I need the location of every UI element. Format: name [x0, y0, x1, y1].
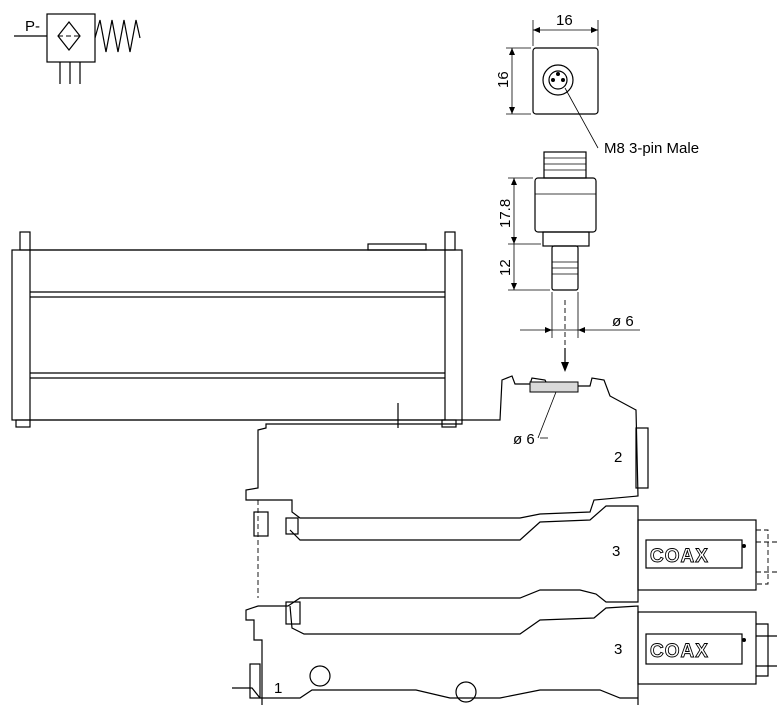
stem-length-dimension: 12: [497, 259, 514, 276]
port-number-1: 1: [274, 680, 282, 697]
manifold-middle-section: [258, 505, 639, 607]
coax-valve-2: [637, 611, 757, 685]
port-diameter-label: ø 6: [513, 431, 535, 448]
sensor-base: [542, 231, 590, 247]
pressure-switch-symbol: P-: [14, 13, 141, 84]
insert-arrow: [561, 362, 569, 372]
sensor-width-dimension: 16: [556, 12, 573, 29]
filter-diamond: [57, 21, 81, 51]
rail-body: [11, 249, 463, 421]
manifold-top-section: [245, 375, 639, 519]
coax-brand-1: COAX: [650, 546, 709, 567]
symbol-body: [46, 13, 96, 63]
sensor-height-dimension: 16: [495, 71, 512, 88]
port-number-3b: 3: [614, 641, 622, 658]
connector-label: M8 3-pin Male: [604, 140, 699, 157]
port-label-p: P-: [25, 18, 40, 35]
port-2-fitting: [635, 427, 649, 489]
coax-valve-1: [637, 519, 757, 591]
sensor-top-view: 16 16 M8 3-pin Male: [495, 12, 699, 157]
manifold-lower-section: [289, 605, 639, 705]
sensor-side-view: 17.8 12 ø 6: [497, 151, 640, 372]
port-number-2: 2: [614, 449, 622, 466]
sensor-body: [534, 177, 597, 233]
mounting-rail: [11, 231, 463, 428]
stem-diameter-dimension: ø 6: [612, 313, 634, 330]
coax-brand-2: COAX: [650, 641, 709, 662]
manifold-assembly: ø 6 2 3 COAX 1 3 COAX: [232, 375, 777, 705]
sensor-top-outline: [532, 47, 599, 115]
port-number-3a: 3: [612, 543, 620, 560]
spring-symbol: [94, 19, 141, 53]
connector-thread: [543, 151, 587, 179]
body-height-dimension: 17.8: [497, 199, 514, 228]
